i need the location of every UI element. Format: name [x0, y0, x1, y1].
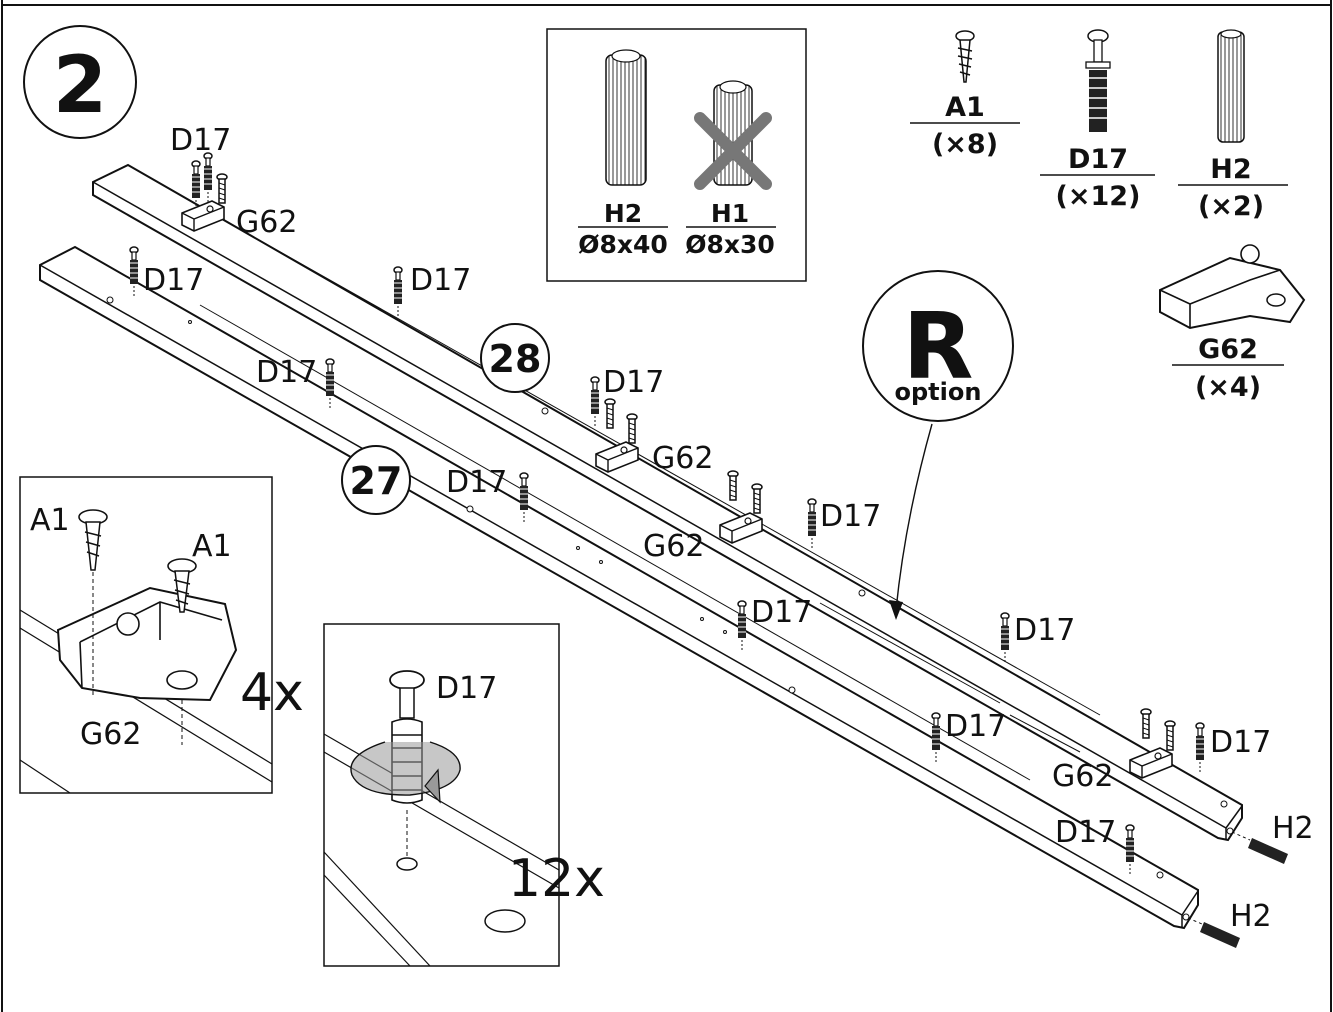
svg-text:G62: G62	[1198, 334, 1258, 365]
label-d17: D17	[1210, 725, 1271, 760]
svg-text:H1: H1	[711, 199, 749, 228]
step-number: 2	[53, 41, 107, 131]
svg-text:option: option	[895, 378, 982, 406]
svg-text:Ø8x30: Ø8x30	[685, 230, 775, 259]
detail-d17-multiplier: 12x	[508, 849, 605, 909]
svg-text:R: R	[903, 293, 974, 400]
legend-d17: D17 (×12)	[1040, 29, 1155, 212]
svg-text:D17: D17	[1068, 144, 1128, 175]
callout-27: 27	[341, 445, 411, 515]
label-g62: G62	[1052, 759, 1113, 794]
svg-text:28: 28	[489, 337, 542, 381]
label-d17: D17	[603, 365, 664, 400]
label-g62: G62	[80, 717, 141, 752]
h2-dowels	[1187, 831, 1288, 948]
label-d17: D17	[1014, 613, 1075, 648]
svg-text:(×4): (×4)	[1195, 372, 1261, 403]
detail-g62-box: A1 A1 G62 4x	[19, 476, 304, 794]
svg-text:H2: H2	[1210, 154, 1251, 185]
label-d17: D17	[410, 263, 471, 298]
a1-screw-right	[167, 558, 197, 745]
svg-text:A1: A1	[945, 92, 985, 123]
label-g62: G62	[643, 529, 704, 564]
callout-28: 28	[480, 323, 550, 393]
svg-text:(×8): (×8)	[932, 129, 998, 160]
label-g62: G62	[652, 441, 713, 476]
legend-a1: A1 (×8)	[910, 30, 1020, 160]
label-d17: D17	[1055, 815, 1116, 850]
label-d17: D17	[256, 355, 317, 390]
label-a1: A1	[30, 503, 70, 538]
r-option-badge: R option	[862, 270, 1014, 620]
label-d17: D17	[446, 465, 507, 500]
rail-27	[39, 245, 1199, 930]
svg-text:Ø8x40: Ø8x40	[578, 230, 668, 259]
legend-g62: G62 (×4)	[1159, 244, 1306, 403]
legend-h2: H2 (×2)	[1178, 29, 1288, 222]
label-d17: D17	[820, 499, 881, 534]
parts-legend: A1 (×8) D17 (×12) H2 (×2) G62	[910, 29, 1306, 403]
rail-28	[92, 163, 1243, 842]
label-d17: D17	[170, 123, 231, 158]
detail-d17-box: D17 12x	[323, 623, 605, 967]
dowel-h2-correct: H2 Ø8x40	[578, 49, 668, 259]
step-number-badge: 2	[23, 25, 137, 139]
rail-labels: D17 G62 D17 D17 D17 D17 G62 D17 D17 G62 …	[143, 123, 1314, 934]
label-h2: H2	[1272, 811, 1314, 846]
label-d17: D17	[945, 709, 1006, 744]
rail-holes	[106, 296, 1228, 879]
svg-text:(×2): (×2)	[1198, 191, 1264, 222]
label-g62: G62	[236, 205, 297, 240]
svg-text:27: 27	[350, 459, 403, 503]
label-d17: D17	[143, 263, 204, 298]
detail-g62-multiplier: 4x	[240, 663, 304, 723]
label-d17: D17	[436, 671, 497, 706]
dowel-h1-wrong: H1 Ø8x30	[685, 80, 776, 259]
svg-text:(×12): (×12)	[1056, 181, 1141, 212]
svg-text:H2: H2	[604, 199, 642, 228]
rotate-arrow-icon	[350, 741, 461, 796]
dowel-comparison-box: H2 Ø8x40 H1 Ø8x30	[546, 28, 807, 282]
label-h2: H2	[1230, 899, 1272, 934]
cross-icon	[694, 112, 772, 190]
label-d17: D17	[751, 595, 812, 630]
label-a1: A1	[192, 529, 232, 564]
a1-screw-left	[78, 509, 108, 695]
